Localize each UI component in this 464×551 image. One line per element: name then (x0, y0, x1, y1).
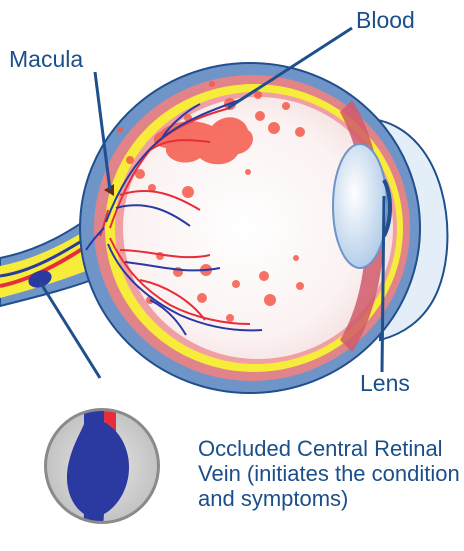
lens (333, 144, 387, 268)
occlusion-pointer (40, 282, 100, 378)
occluded-vein-inset (44, 400, 160, 540)
blood-label: Blood (356, 7, 415, 33)
lens-pointer (382, 196, 384, 372)
macula-label: Macula (9, 46, 83, 72)
occluded-vein-label: Occluded Central Retinal Vein (initiates… (198, 436, 460, 511)
lens-label: Lens (360, 370, 410, 396)
